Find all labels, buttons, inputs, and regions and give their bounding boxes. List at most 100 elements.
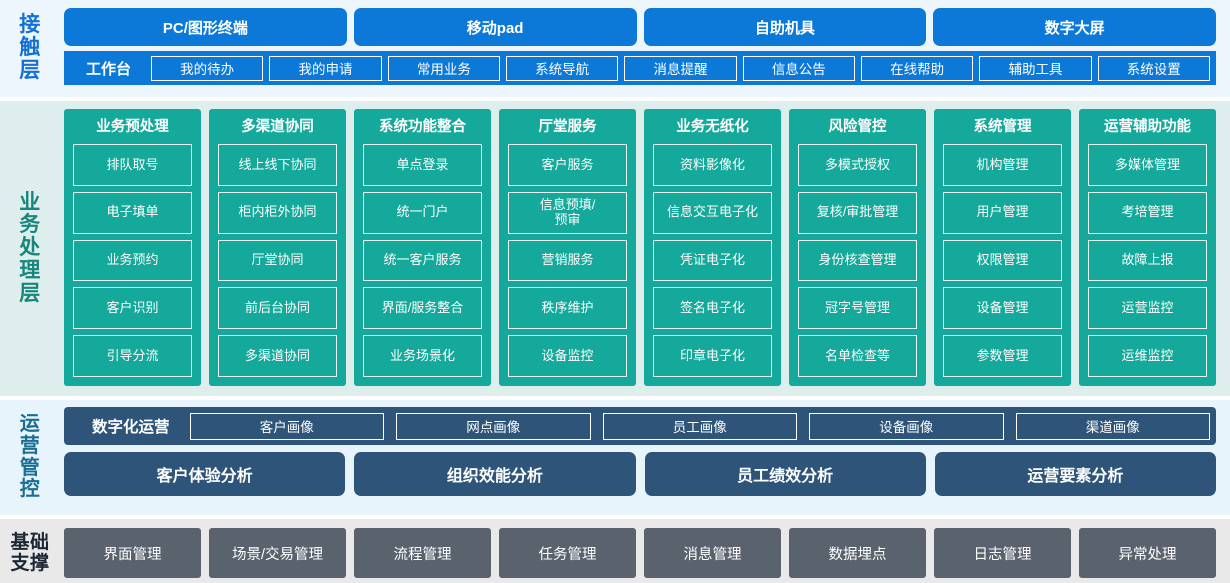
band-operations-management: 运营管控 数字化运营 客户画像 网点画像 员工画像 设备画像 渠道画像 客户体验… xyxy=(0,400,1230,515)
business-item[interactable]: 考培管理 xyxy=(1088,191,1207,234)
channel-card-mobile-pad[interactable]: 移动pad xyxy=(353,8,637,46)
operations-body: 数字化运营 客户画像 网点画像 员工画像 设备画像 渠道画像 客户体验分析 组织… xyxy=(60,400,1230,515)
business-item[interactable]: 用户管理 xyxy=(943,191,1062,234)
digital-operations-title: 数字化运营 xyxy=(92,419,170,436)
business-item[interactable]: 签名电子化 xyxy=(653,287,772,330)
business-item[interactable]: 权限管理 xyxy=(943,239,1062,282)
foundation-card-scenario-transaction-management[interactable]: 场景/交易管理 xyxy=(209,528,346,578)
digital-operations-row: 数字化运营 客户画像 网点画像 员工画像 设备画像 渠道画像 xyxy=(64,407,1216,445)
business-item[interactable]: 厅堂协同 xyxy=(218,239,337,282)
foundation-card-task-management[interactable]: 任务管理 xyxy=(499,528,636,578)
business-item[interactable]: 柜内柜外协同 xyxy=(218,191,337,234)
workbench-item-common-business[interactable]: 常用业务 xyxy=(387,55,500,81)
business-item[interactable]: 单点登录 xyxy=(363,144,482,186)
business-item[interactable]: 客户识别 xyxy=(73,287,192,330)
business-item[interactable]: 线上线下协同 xyxy=(218,144,337,186)
business-column-multi-channel-collaboration: 多渠道协同 线上线下协同 柜内柜外协同 厅堂协同 前后台协同 多渠道协同 xyxy=(209,109,346,386)
business-item[interactable]: 设备监控 xyxy=(508,335,627,377)
business-item[interactable]: 机构管理 xyxy=(943,144,1062,186)
portrait-item-branch[interactable]: 网点画像 xyxy=(396,412,591,440)
business-item[interactable]: 界面/服务整合 xyxy=(363,287,482,330)
foundation-card-log-management[interactable]: 日志管理 xyxy=(934,528,1071,578)
band-label-operations-management: 运营管控 xyxy=(0,400,60,515)
business-column-title: 运营辅助功能 xyxy=(1104,119,1191,135)
foundation-card-process-management[interactable]: 流程管理 xyxy=(354,528,491,578)
band-business-layer: 业务处理层 业务预处理 排队取号 电子填单 业务预约 客户识别 引导分流 多渠道… xyxy=(0,101,1230,396)
business-column-system-management: 系统管理 机构管理 用户管理 权限管理 设备管理 参数管理 xyxy=(934,109,1071,386)
business-item[interactable]: 信息预填/ 预审 xyxy=(508,191,627,234)
business-item[interactable]: 多媒体管理 xyxy=(1088,144,1207,186)
business-column-group: 业务预处理 排队取号 电子填单 业务预约 客户识别 引导分流 多渠道协同 线上线… xyxy=(64,109,1216,386)
portrait-item-device[interactable]: 设备画像 xyxy=(809,412,1004,440)
channel-card-row: PC/图形终端 移动pad 自助机具 数字大屏 xyxy=(64,8,1216,46)
business-item[interactable]: 统一门户 xyxy=(363,191,482,234)
foundation-card-row: 界面管理 场景/交易管理 流程管理 任务管理 消息管理 数据埋点 日志管理 异常… xyxy=(64,528,1216,578)
business-item[interactable]: 统一客户服务 xyxy=(363,239,482,282)
business-item[interactable]: 营销服务 xyxy=(508,239,627,282)
business-item[interactable]: 运营监控 xyxy=(1088,287,1207,330)
analysis-card-organization-efficiency[interactable]: 组织效能分析 xyxy=(354,452,636,496)
business-item[interactable]: 故障上报 xyxy=(1088,239,1207,282)
band-contact-layer: 接触层 PC/图形终端 移动pad 自助机具 数字大屏 工作台 我的待办 我的申… xyxy=(0,0,1230,97)
business-item[interactable]: 多模式授权 xyxy=(798,144,917,186)
business-item[interactable]: 名单检查等 xyxy=(798,335,917,377)
workbench-item-my-application[interactable]: 我的申请 xyxy=(269,55,382,81)
business-item[interactable]: 复核/审批管理 xyxy=(798,191,917,234)
business-item[interactable]: 秩序维护 xyxy=(508,287,627,330)
workbench-item-system-navigation[interactable]: 系统导航 xyxy=(506,55,619,81)
business-item[interactable]: 参数管理 xyxy=(943,335,1062,377)
business-item[interactable]: 设备管理 xyxy=(943,287,1062,330)
business-item[interactable]: 业务场景化 xyxy=(363,335,482,377)
business-column-risk-control: 风险管控 多模式授权 复核/审批管理 身份核查管理 冠字号管理 名单检查等 xyxy=(789,109,926,386)
business-item[interactable]: 排队取号 xyxy=(73,144,192,186)
business-column-paperless: 业务无纸化 资料影像化 信息交互电子化 凭证电子化 签名电子化 印章电子化 xyxy=(644,109,781,386)
business-column-title: 系统管理 xyxy=(973,119,1032,135)
analysis-card-row: 客户体验分析 组织效能分析 员工绩效分析 运营要素分析 xyxy=(64,452,1216,496)
business-item[interactable]: 印章电子化 xyxy=(653,335,772,377)
workbench-title: 工作台 xyxy=(86,60,132,78)
business-item[interactable]: 引导分流 xyxy=(73,335,192,377)
channel-card-pc[interactable]: PC/图形终端 xyxy=(64,8,347,46)
foundation-card-exception-handling[interactable]: 异常处理 xyxy=(1079,528,1216,578)
foundation-card-message-management[interactable]: 消息管理 xyxy=(644,528,781,578)
channel-card-digital-screen[interactable]: 数字大屏 xyxy=(933,8,1216,46)
analysis-card-customer-experience[interactable]: 客户体验分析 xyxy=(64,452,346,496)
business-item[interactable]: 凭证电子化 xyxy=(653,239,772,282)
business-column-title: 系统功能整合 xyxy=(379,119,466,135)
workbench-item-system-settings[interactable]: 系统设置 xyxy=(1097,55,1210,81)
band-divider-1 xyxy=(0,97,1230,101)
band-divider-3 xyxy=(0,515,1230,519)
business-item[interactable]: 前后台协同 xyxy=(218,287,337,330)
portrait-item-channel[interactable]: 渠道画像 xyxy=(1015,412,1211,440)
workbench-item-message-alert[interactable]: 消息提醒 xyxy=(624,55,737,81)
analysis-card-operation-elements[interactable]: 运营要素分析 xyxy=(934,452,1216,496)
workbench-item-my-todo[interactable]: 我的待办 xyxy=(151,55,264,81)
business-item[interactable]: 运维监控 xyxy=(1088,335,1207,377)
business-item[interactable]: 冠字号管理 xyxy=(798,287,917,330)
business-item[interactable]: 业务预约 xyxy=(73,239,192,282)
business-item[interactable]: 资料影像化 xyxy=(653,144,772,186)
workbench-item-auxiliary-tools[interactable]: 辅助工具 xyxy=(979,55,1092,81)
band-label-contact-layer: 接触层 xyxy=(0,0,60,97)
analysis-card-employee-performance[interactable]: 员工绩效分析 xyxy=(644,452,926,496)
business-column-operation-assist: 运营辅助功能 多媒体管理 考培管理 故障上报 运营监控 运维监控 xyxy=(1079,109,1216,386)
foundation-card-data-tracking[interactable]: 数据埋点 xyxy=(789,528,926,578)
workbench-item-online-help[interactable]: 在线帮助 xyxy=(860,55,974,81)
business-column-title: 风险管控 xyxy=(828,119,887,135)
channel-card-self-service[interactable]: 自助机具 xyxy=(643,8,927,46)
business-item[interactable]: 信息交互电子化 xyxy=(653,191,772,234)
portrait-item-employee[interactable]: 员工画像 xyxy=(602,412,798,440)
business-item[interactable]: 多渠道协同 xyxy=(218,335,337,377)
workbench-item-info-bulletin[interactable]: 信息公告 xyxy=(742,55,855,81)
business-item[interactable]: 客户服务 xyxy=(508,144,627,186)
band-foundation-support: 基础支撑 界面管理 场景/交易管理 流程管理 任务管理 消息管理 数据埋点 日志… xyxy=(0,519,1230,583)
workbench-row: 工作台 我的待办 我的申请 常用业务 系统导航 消息提醒 信息公告 在线帮助 辅… xyxy=(64,51,1216,85)
business-item[interactable]: 电子填单 xyxy=(73,191,192,234)
band-label-business-layer-text: 业务处理层 xyxy=(19,190,41,305)
business-column-system-function-integration: 系统功能整合 单点登录 统一门户 统一客户服务 界面/服务整合 业务场景化 xyxy=(354,109,491,386)
band-label-business-layer: 业务处理层 xyxy=(0,101,60,396)
foundation-card-ui-management[interactable]: 界面管理 xyxy=(64,528,201,578)
business-item[interactable]: 身份核查管理 xyxy=(798,239,917,282)
portrait-item-customer[interactable]: 客户画像 xyxy=(189,412,385,440)
